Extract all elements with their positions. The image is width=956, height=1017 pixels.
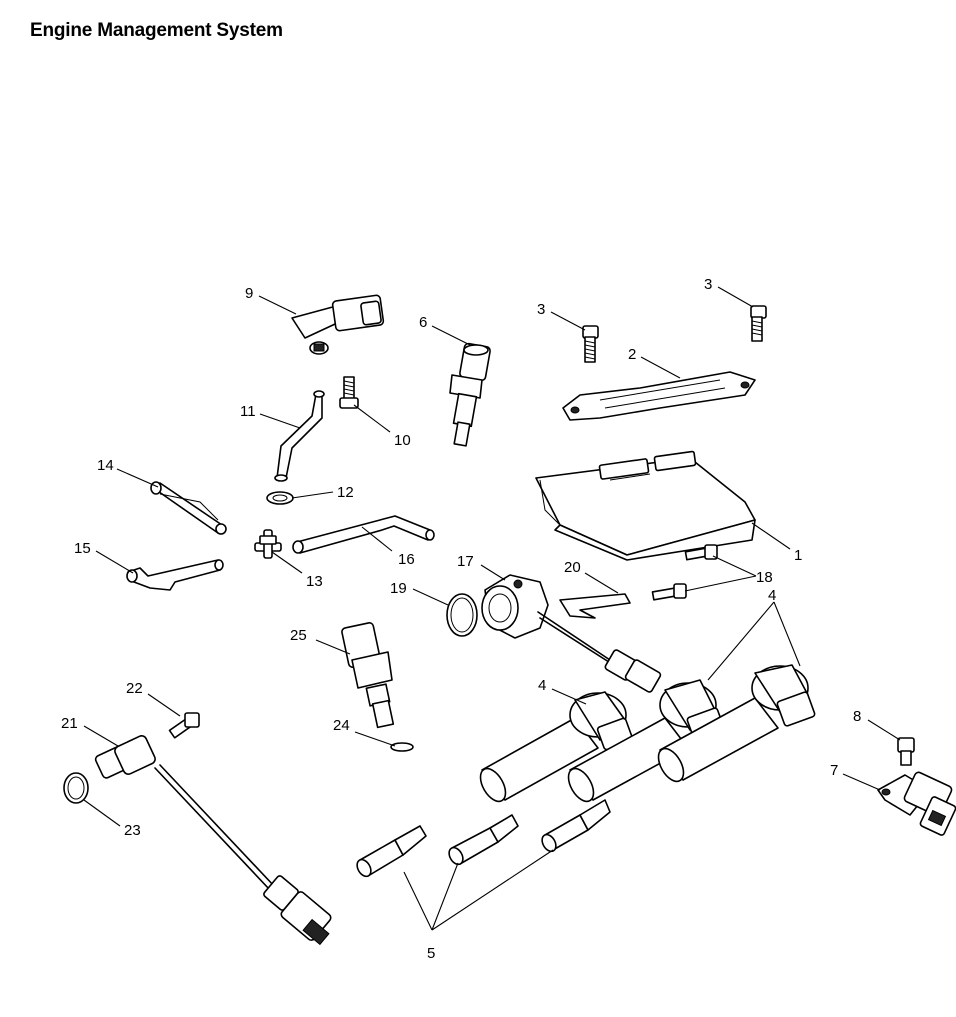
part-15-elbow-hose <box>126 559 224 591</box>
callout-2: 2 <box>628 346 636 363</box>
part-5-spark-plugs <box>356 799 611 878</box>
part-1-ecm <box>535 450 756 561</box>
callout-3-left: 3 <box>537 301 545 318</box>
part-11-hose <box>274 390 325 482</box>
callout-8: 8 <box>853 708 861 725</box>
part-17-sensor <box>481 574 662 693</box>
callout-20: 20 <box>564 559 581 576</box>
page-title: Engine Management System <box>30 20 283 41</box>
callout-1: 1 <box>794 547 802 564</box>
part-21-crank-sensor <box>94 735 332 946</box>
callout-9: 9 <box>245 285 253 302</box>
callout-19: 19 <box>390 580 407 597</box>
part-25-sensor <box>341 622 395 729</box>
part-3-bolt-left <box>582 325 599 363</box>
callout-6: 6 <box>419 314 427 331</box>
callout-13: 13 <box>306 573 323 590</box>
callout-22: 22 <box>126 680 143 697</box>
part-19-o-ring <box>446 593 478 637</box>
part-18-bolts <box>651 544 718 601</box>
part-23-o-ring <box>63 772 89 804</box>
part-14-hose <box>150 481 227 535</box>
part-22-bolt <box>168 712 200 739</box>
leader-lines <box>83 286 901 931</box>
callout-4-right: 4 <box>768 587 776 604</box>
callout-3-right: 3 <box>704 276 712 293</box>
callout-25: 25 <box>290 627 307 644</box>
callout-10: 10 <box>394 432 411 449</box>
callout-21: 21 <box>61 715 78 732</box>
part-24-washer <box>390 742 414 752</box>
callout-12: 12 <box>337 484 354 501</box>
callout-4-left: 4 <box>538 677 546 694</box>
callout-11: 11 <box>240 403 256 420</box>
part-13-tee-fitting <box>254 529 282 559</box>
part-7-sensor <box>877 771 956 836</box>
callout-23: 23 <box>124 822 141 839</box>
callout-labels: 1 2 3 3 4 4 5 6 7 8 9 10 11 12 13 14 15 … <box>61 276 861 962</box>
callout-17: 17 <box>457 553 474 570</box>
callout-15: 15 <box>74 540 91 557</box>
callout-5: 5 <box>427 945 435 962</box>
part-9-map-sensor <box>291 294 385 355</box>
part-3-bolt-right <box>750 305 767 342</box>
callout-14: 14 <box>97 457 114 474</box>
callout-7: 7 <box>830 762 838 779</box>
callout-18: 18 <box>756 569 773 586</box>
part-2-bracket <box>562 371 756 421</box>
part-6-sensor <box>449 342 491 447</box>
part-4-ignition-coils <box>479 664 816 803</box>
callout-24: 24 <box>333 717 350 734</box>
part-12-clamp <box>266 491 294 505</box>
part-10-bolt <box>339 376 359 409</box>
part-8-bolt <box>897 737 915 766</box>
part-16-hose <box>292 515 435 554</box>
callout-16: 16 <box>398 551 415 568</box>
part-20-clip <box>559 593 631 619</box>
